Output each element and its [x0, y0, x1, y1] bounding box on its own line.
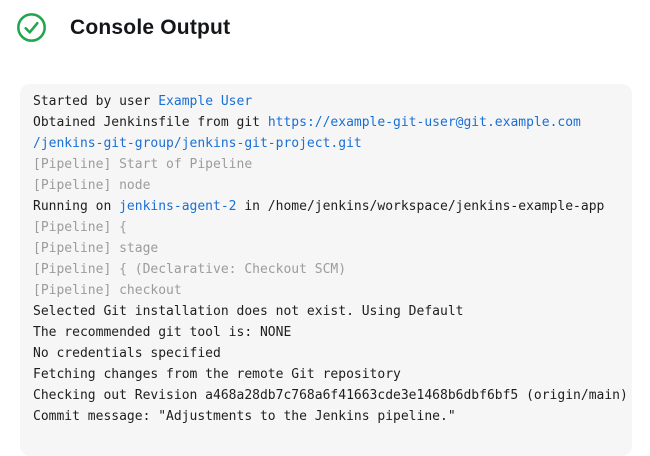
log-line: [Pipeline] stage — [33, 238, 619, 259]
log-text: Fetching changes from the remote Git rep… — [33, 367, 401, 382]
log-link[interactable]: https://example-git-user@git.example.com — [267, 115, 581, 130]
log-line: Started by user Example User — [33, 91, 619, 112]
log-line: No credentials specified — [33, 343, 619, 364]
log-link[interactable]: /jenkins-git-group/jenkins-git-project.g… — [33, 136, 362, 151]
log-text: Commit message: "Adjustments to the Jenk… — [33, 409, 456, 424]
log-text: in /home/jenkins/workspace/jenkins-examp… — [236, 199, 605, 214]
log-line: [Pipeline] { (Declarative: Checkout SCM) — [33, 259, 619, 280]
log-text: No credentials specified — [33, 346, 221, 361]
log-line: [Pipeline] node — [33, 175, 619, 196]
log-text: [Pipeline] { — [33, 220, 127, 235]
log-text: [Pipeline] { (Declarative: Checkout SCM) — [33, 262, 347, 277]
log-line: Selected Git installation does not exist… — [33, 301, 619, 322]
page-title: Console Output — [70, 15, 231, 39]
log-text: [Pipeline] node — [33, 178, 151, 193]
log-link[interactable]: jenkins-agent-2 — [119, 199, 237, 214]
page-header: Console Output — [0, 0, 650, 43]
log-text: Selected Git installation does not exist… — [33, 304, 464, 319]
success-check-icon — [17, 13, 46, 42]
log-line: Obtained Jenkinsfile from git https://ex… — [33, 112, 619, 133]
log-text: [Pipeline] Start of Pipeline — [33, 157, 253, 172]
log-text: Obtained Jenkinsfile from git — [33, 115, 268, 130]
log-link[interactable]: Example User — [158, 94, 253, 109]
log-line: Commit message: "Adjustments to the Jenk… — [33, 406, 619, 427]
log-text: [Pipeline] checkout — [33, 283, 182, 298]
log-line: [Pipeline] Start of Pipeline — [33, 154, 619, 175]
log-text: The recommended git tool is: NONE — [33, 325, 292, 340]
log-line: Running on jenkins-agent-2 in /home/jenk… — [33, 196, 619, 217]
log-text: Checking out Revision a468a28db7c768a6f4… — [33, 388, 628, 403]
log-text: Started by user — [33, 94, 159, 109]
log-line: [Pipeline] { — [33, 217, 619, 238]
log-line: [Pipeline] checkout — [33, 280, 619, 301]
log-text: Running on — [33, 199, 120, 214]
log-line: Checking out Revision a468a28db7c768a6f4… — [33, 385, 628, 406]
log-line: Fetching changes from the remote Git rep… — [33, 364, 619, 385]
log-line: /jenkins-git-group/jenkins-git-project.g… — [33, 133, 619, 154]
log-text: [Pipeline] stage — [33, 241, 159, 256]
log-line: The recommended git tool is: NONE — [33, 322, 619, 343]
